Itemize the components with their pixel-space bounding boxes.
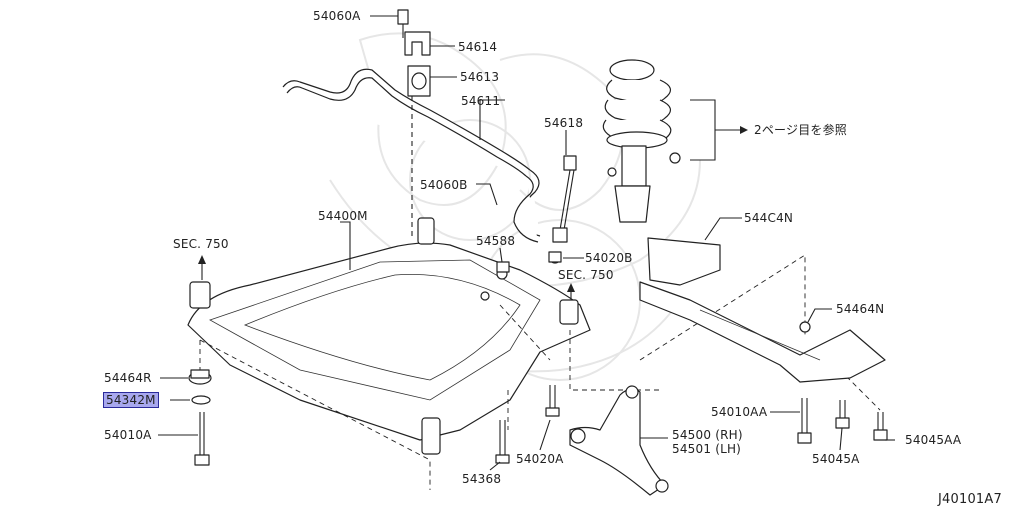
callout-54613[interactable]: 54613 <box>460 70 500 84</box>
callout-sec-750-mid[interactable]: SEC. 750 <box>558 268 614 282</box>
stabilizer-bar <box>282 68 541 243</box>
bracket-54614 <box>404 31 431 56</box>
callout-54464R[interactable]: 54464R <box>104 371 152 385</box>
callout-54342M-highlighted[interactable]: 54342M <box>103 392 159 408</box>
bolt-54045AA <box>873 412 888 441</box>
callout-54060A[interactable]: 54060A <box>313 9 361 23</box>
callout-54060B[interactable]: 54060B <box>420 178 468 192</box>
callout-54614[interactable]: 54614 <box>458 40 498 54</box>
nut-54588 <box>496 261 510 273</box>
bolt-54010A <box>194 412 210 466</box>
front-suspension-member-54400M <box>187 217 591 455</box>
reinforcement-544C4N <box>639 237 886 383</box>
transverse-link-54500 <box>569 385 669 496</box>
callout-54588[interactable]: 54588 <box>476 234 516 248</box>
callout-54020A[interactable]: 54020A <box>516 452 564 466</box>
callout-54045AA[interactable]: 54045AA <box>905 433 962 447</box>
callout-sec-750-left[interactable]: SEC. 750 <box>173 237 229 251</box>
callout-544C4N[interactable]: 544C4N <box>744 211 794 225</box>
bushing-bracket-54060A <box>397 9 409 38</box>
callout-54500-rh[interactable]: 54500 (RH) <box>672 428 743 442</box>
callout-54501-lh[interactable]: 54501 (LH) <box>672 442 742 456</box>
callout-54045A[interactable]: 54045A <box>812 452 860 466</box>
bolt-54010AA <box>797 398 812 444</box>
bushing-54613 <box>407 65 431 97</box>
bolt-54020A <box>545 385 560 417</box>
washer-54342M <box>191 395 211 405</box>
callout-54400M[interactable]: 54400M <box>318 209 368 223</box>
callout-54368[interactable]: 54368 <box>462 472 502 486</box>
leader-lines <box>340 15 895 471</box>
nut-54020B <box>548 251 562 263</box>
callout-54618[interactable]: 54618 <box>544 116 584 130</box>
stabilizer-link-54618 <box>552 155 577 243</box>
callout-54611[interactable]: 54611 <box>461 94 501 108</box>
callout-54464N[interactable]: 54464N <box>836 302 885 316</box>
callout-54010AA[interactable]: 54010AA <box>711 405 768 419</box>
bolt-54368 <box>495 420 510 464</box>
callout-reference-page-2[interactable]: 2ページ目を参照 <box>754 123 847 137</box>
bolt-54045A <box>835 400 850 429</box>
callout-54010A[interactable]: 54010A <box>104 428 152 442</box>
figure-code: J40101A7 <box>938 492 1002 507</box>
bushing-54464R <box>188 369 212 385</box>
strut-assembly <box>602 59 681 223</box>
callout-54020B[interactable]: 54020B <box>585 251 633 265</box>
